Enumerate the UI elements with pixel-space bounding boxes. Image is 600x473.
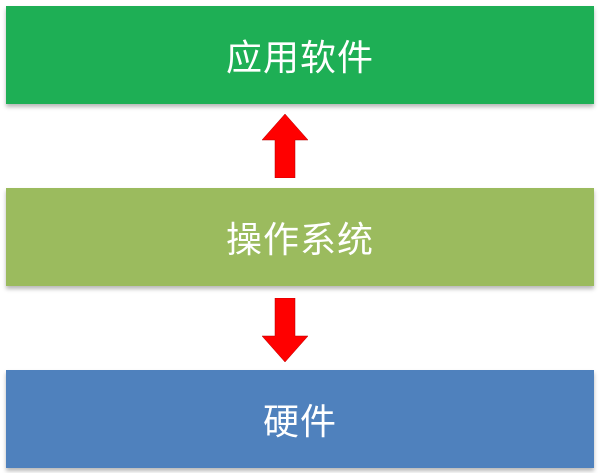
layer-hardware: 硬件 (6, 370, 594, 468)
up-arrow-icon (262, 114, 308, 178)
down-arrow-icon (262, 298, 308, 362)
layer-operating-system: 操作系统 (6, 188, 594, 286)
layer-application-software-label: 应用软件 (225, 38, 374, 79)
layer-hardware-label: 硬件 (262, 402, 337, 443)
layer-application-software: 应用软件 (6, 6, 594, 104)
layer-operating-system-label: 操作系统 (225, 220, 374, 261)
